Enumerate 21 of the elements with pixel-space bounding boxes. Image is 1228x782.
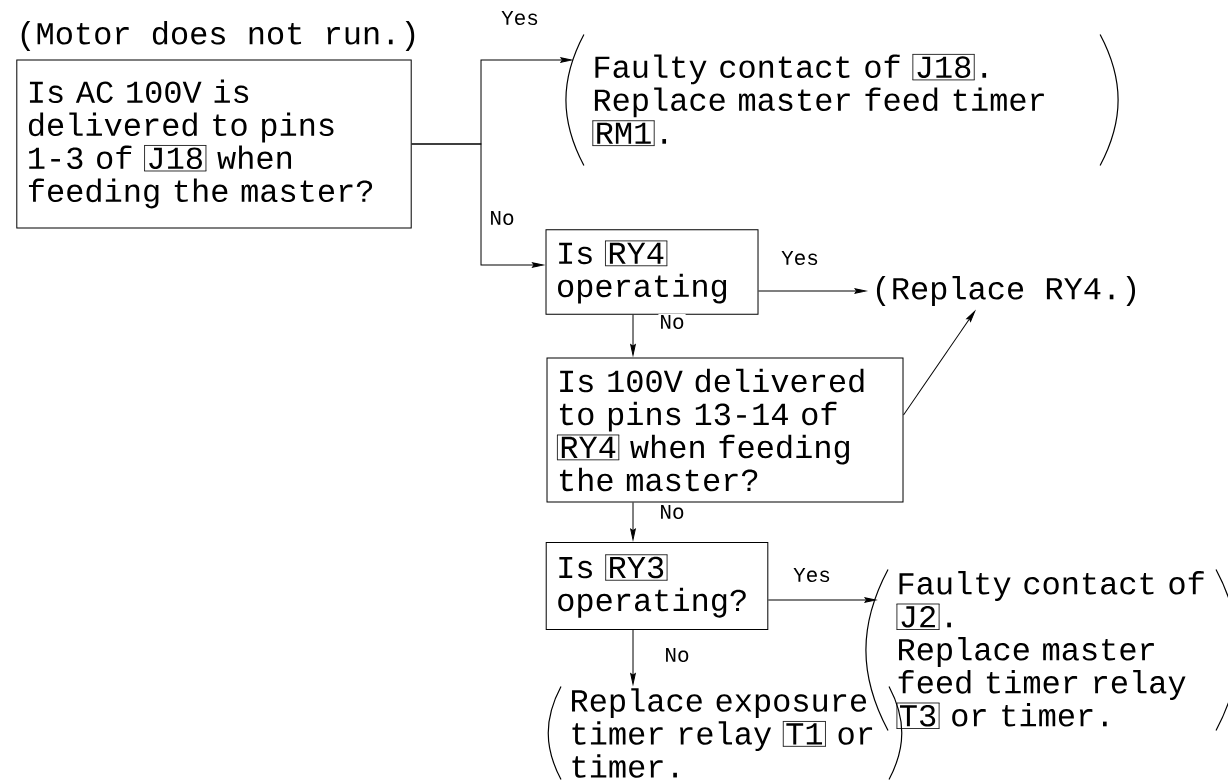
arrow — [903, 310, 976, 416]
title: (Motor does not run.) — [21, 21, 415, 51]
arrow — [411, 143, 544, 268]
remedy-note: Faulty contact of J18 . Replace master feed timer RM1 . — [565, 33, 1119, 167]
decision-box: Is 100V delivered to pins 13-14 of RY4 when feeding the master? — [546, 357, 904, 503]
edge-label: Yes — [500, 10, 540, 26]
decision-box: Is RY3 operating? — [545, 542, 769, 630]
edge-label: No — [658, 314, 686, 331]
edge-label: Yes — [780, 250, 820, 266]
result-text: (Replace RY4.) — [876, 276, 1135, 306]
arrow — [767, 597, 877, 603]
edge-label: Yes — [792, 567, 832, 584]
arrow — [758, 288, 867, 294]
edge-label: No — [658, 504, 686, 521]
edge-label: No — [663, 647, 691, 664]
arrow — [630, 629, 636, 685]
decision-box: Is AC 100V is delivered to pins 1-3 of J18 when feeding the master? — [16, 59, 412, 229]
arrow — [630, 314, 636, 356]
decision-box: Is RY4 operating — [545, 229, 759, 315]
edge-label: No — [488, 210, 516, 226]
arrow — [630, 501, 636, 541]
